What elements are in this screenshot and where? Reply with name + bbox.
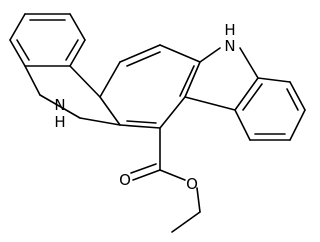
bond: [39, 94, 81, 119]
double-bond-inner: [126, 120, 157, 124]
nh-upper-label-n: N: [224, 37, 235, 55]
double-bond-inner: [242, 83, 263, 111]
bond: [289, 81, 306, 111]
right-pyrrole-ring: [184, 47, 259, 111]
carbonyl-oxygen-label: O: [119, 171, 131, 189]
bond: [289, 109, 306, 141]
left-pyrrole-ring: [24, 65, 121, 126]
bond: [196, 187, 201, 213]
right-benzene-ring: [234, 77, 306, 141]
bond: [69, 13, 86, 41]
bond: [184, 96, 236, 111]
bond: [69, 65, 101, 98]
bond: [159, 96, 186, 129]
bond: [171, 211, 201, 233]
double-bond-inner: [16, 39, 30, 61]
bond: [239, 47, 259, 79]
bond: [159, 169, 186, 181]
central-benzene-ring: [99, 44, 201, 129]
bond: [9, 39, 26, 67]
ethyl-ester-group: [130, 127, 201, 233]
ester-oxygen-label: O: [186, 175, 198, 193]
carbonyl-double-bond: [130, 163, 157, 174]
bond: [69, 39, 86, 67]
nh-lower-label-h: H: [54, 113, 65, 131]
bond: [79, 117, 121, 126]
double-bond-inner: [286, 88, 299, 111]
double-bond-inner: [126, 51, 161, 67]
bond: [99, 96, 121, 126]
left-benzene-ring: [9, 13, 86, 67]
bond: [257, 77, 291, 83]
bond: [199, 47, 221, 63]
bond: [234, 109, 251, 141]
nh-lower-label-n: N: [54, 96, 65, 114]
carbonyl-double-bond: [132, 169, 161, 181]
bond: [99, 61, 121, 98]
bond: [184, 61, 201, 98]
nh-upper-label-h: H: [224, 21, 235, 39]
double-bond-inner: [65, 39, 79, 61]
double-bond-inner: [179, 65, 195, 97]
bond: [24, 65, 41, 96]
bond: [119, 44, 161, 63]
bond: [159, 44, 201, 63]
bond: [234, 77, 259, 111]
bond: [119, 124, 161, 129]
bond: [9, 13, 26, 41]
